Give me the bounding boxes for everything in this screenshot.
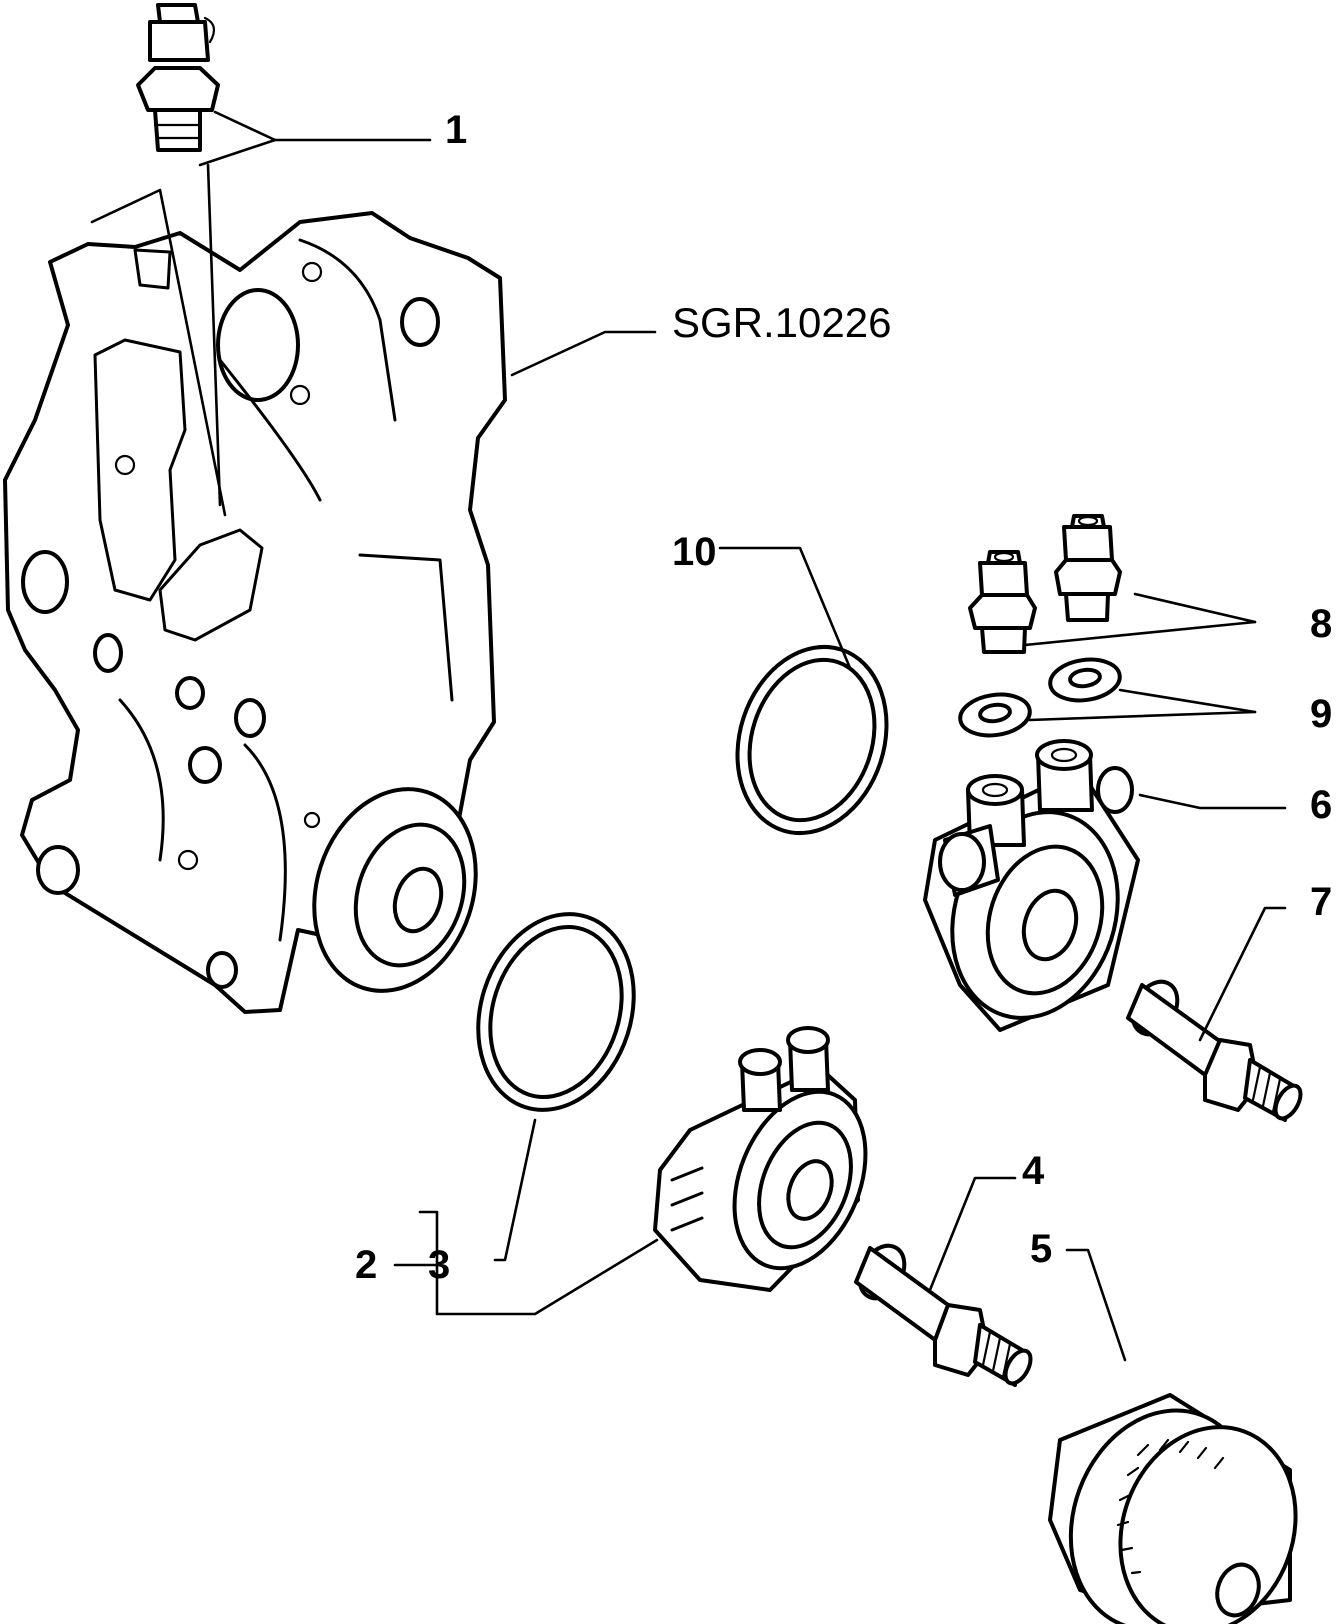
callout-5: 5 (1030, 1227, 1052, 1271)
callout-8: 8 (1310, 602, 1332, 646)
reference-label: SGR.10226 (672, 299, 891, 346)
part-3-o-ring (476, 912, 636, 1112)
part-2-oil-cooler (653, 1026, 868, 1292)
callout-6: 6 (1310, 783, 1332, 827)
part-4-hollow-bolt (854, 1243, 1033, 1387)
part-1-sensor (136, 3, 220, 152)
part-5-oil-filter (1048, 1393, 1298, 1624)
callout-3: 3 (428, 1243, 450, 1287)
part-10-o-ring (735, 644, 889, 836)
engine-housing (3, 211, 507, 1014)
part-8-union-left (968, 550, 1037, 654)
callout-9: 9 (1310, 692, 1332, 736)
callout-1: 1 (445, 108, 467, 152)
part-9-washers (958, 657, 1122, 738)
callout-10: 10 (672, 530, 717, 574)
part-6-adapter (923, 739, 1140, 1032)
callout-7: 7 (1310, 880, 1332, 924)
part-8-union-right (1054, 514, 1122, 622)
leader-lines (90, 110, 1287, 1362)
callout-2: 2 (355, 1243, 377, 1287)
part-7-hollow-bolt (1126, 979, 1303, 1122)
callout-4: 4 (1022, 1149, 1045, 1193)
